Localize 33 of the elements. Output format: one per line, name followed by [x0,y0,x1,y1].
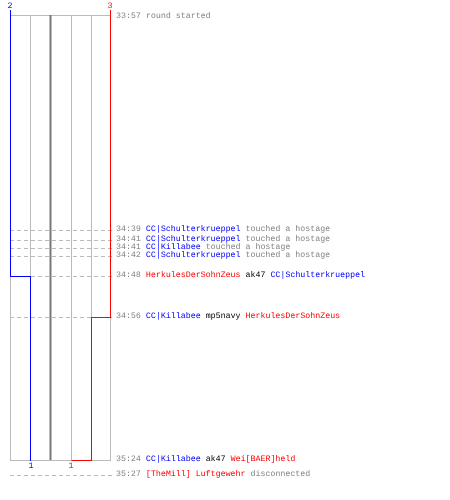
count-label: 2 [8,2,12,11]
timestamp: 34:48 [116,271,141,280]
event-text: CC|Schulterkrueppel [146,225,241,234]
timestamp: 35:27 [116,470,141,479]
event-text: touched a hostage [246,225,330,234]
event-text: Wei[BAER]held [230,455,296,464]
event-text: CC|Schulterkrueppel [146,235,241,244]
event-text: HerkulesDerSohnZeus [246,312,340,321]
timestamp: 34:41 [116,235,141,244]
timestamp: 34:42 [116,251,141,260]
event-text: touched a hostage [246,251,330,260]
event-text: touched a hostage [206,243,290,252]
event-text: CC|Killabee [146,312,201,321]
timestamp: 35:24 [116,455,141,464]
event-text: [TheMill] Luftgewehr [146,470,246,479]
timestamp: 34:56 [116,312,141,321]
event-text: CC|Schulterkrueppel [146,251,241,260]
event-text: touched a hostage [246,235,330,244]
event-text: CC|Schulterkrueppel [270,271,366,280]
timestamp: 34:39 [116,225,141,234]
event-text: HerkulesDerSohnZeus [146,271,241,280]
event-text: mp5navy [206,312,241,321]
event-text: ak47 [206,455,226,464]
count-label: 1 [28,462,34,471]
timestamp: 33:57 [116,12,141,21]
timestamp: 34:41 [116,243,141,252]
count-label: 3 [108,2,112,11]
count-label: 1 [68,462,74,471]
event-text: round started [146,12,211,21]
event-text: CC|Killabee [146,243,201,252]
event-text: disconnected [250,470,310,479]
event-text: ak47 [246,271,266,280]
event-text: CC|Killabee [146,455,201,464]
